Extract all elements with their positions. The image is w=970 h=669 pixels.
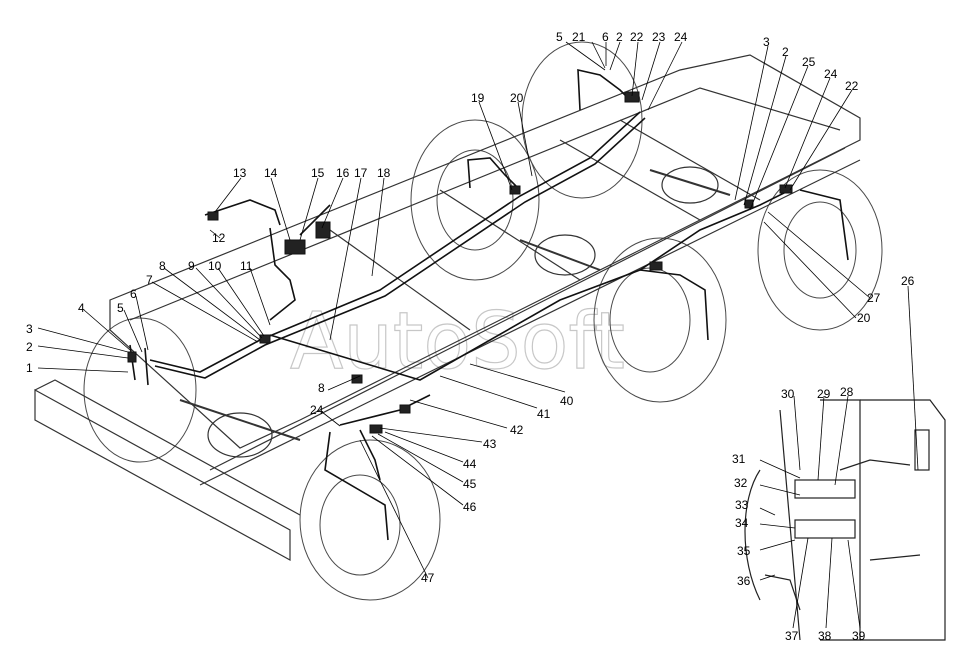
leader-lines: [37, 41, 919, 629]
callout-40: 40: [560, 394, 574, 408]
wheel-right-mid: [593, 237, 727, 403]
callout-6-left: 6: [130, 287, 137, 301]
wheel-rear-upper-2: [410, 119, 540, 281]
fitting-42: [399, 404, 411, 414]
callout-7: 7: [146, 273, 153, 287]
valve-12: [207, 211, 219, 221]
wheels: [83, 41, 883, 601]
chassis-frame: [34, 54, 861, 562]
callout-24-lower: 24: [310, 403, 324, 417]
callout-5-left: 5: [117, 301, 124, 315]
hub-detail-inset: [744, 399, 946, 641]
callout-24-top: 24: [674, 30, 688, 44]
callout-26: 26: [901, 274, 915, 288]
callout-43: 43: [483, 437, 497, 451]
callout-41: 41: [537, 407, 551, 421]
bearing-lower: [794, 519, 856, 539]
callout-16: 16: [336, 166, 350, 180]
fitting-43: [369, 424, 383, 434]
callout-17: 17: [354, 166, 368, 180]
callout-1: 1: [26, 361, 33, 375]
callout-20-upper: 20: [510, 91, 524, 105]
callout-15: 15: [311, 166, 325, 180]
wheel-front-left: [83, 317, 197, 463]
fitting-25: [744, 199, 754, 209]
callout-34: 34: [735, 516, 749, 530]
wheel-right-rear: [757, 169, 883, 331]
callout-3-left: 3: [26, 322, 33, 336]
wheel-rear-upper-1: [521, 41, 643, 199]
callout-22-right: 22: [845, 79, 859, 93]
callout-6-top: 6: [602, 30, 609, 44]
callout-29: 29: [817, 387, 831, 401]
callout-12: 12: [212, 231, 226, 245]
callout-8-lower: 8: [318, 381, 325, 395]
callout-31: 31: [732, 452, 746, 466]
callout-10: 10: [208, 259, 222, 273]
wheel-front-right: [299, 439, 441, 601]
callout-8-upper: 8: [159, 259, 166, 273]
callout-36: 36: [737, 574, 751, 588]
callout-18: 18: [377, 166, 391, 180]
bearing-upper: [794, 479, 856, 499]
callout-46: 46: [463, 500, 477, 514]
callout-4: 4: [78, 301, 85, 315]
callout-30: 30: [781, 387, 795, 401]
callout-9: 9: [188, 259, 195, 273]
callout-14: 14: [264, 166, 278, 180]
callout-19: 19: [471, 91, 485, 105]
valve-16: [315, 221, 331, 239]
callout-20-lower: 20: [857, 311, 871, 325]
callout-3-right: 3: [763, 35, 770, 49]
callout-2-top: 2: [616, 30, 623, 44]
callout-32: 32: [734, 476, 748, 490]
callout-47: 47: [421, 571, 435, 585]
callout-28: 28: [840, 385, 854, 399]
fitting-19: [509, 185, 521, 195]
watermark: AutoSoft: [290, 297, 625, 387]
callout-22-top: 22: [630, 30, 644, 44]
valve-front-left: [127, 351, 137, 363]
brake-lines: [129, 68, 849, 541]
callout-44: 44: [463, 457, 477, 471]
callout-42: 42: [510, 423, 524, 437]
callout-45: 45: [463, 477, 477, 491]
callout-numbers: 5 21 6 2 22 23 24 3 2 25 24 22 19 20 13 …: [26, 30, 915, 643]
callout-38: 38: [818, 629, 832, 643]
callout-33: 33: [735, 498, 749, 512]
brake-components: [127, 91, 793, 434]
callout-23: 23: [652, 30, 666, 44]
fitting-40: [351, 374, 363, 384]
callout-24-right: 24: [824, 67, 838, 81]
callout-11: 11: [240, 259, 253, 273]
callout-2-left: 2: [26, 340, 33, 354]
callout-13: 13: [233, 166, 247, 180]
callout-5-top: 5: [556, 30, 563, 44]
hub-bolt: [914, 429, 930, 471]
fitting-20: [649, 261, 663, 271]
callout-25: 25: [802, 55, 816, 69]
callout-35: 35: [737, 544, 751, 558]
callout-39: 39: [852, 629, 866, 643]
callout-21: 21: [572, 30, 586, 44]
tee-fitting: [259, 334, 271, 344]
callout-27: 27: [867, 291, 881, 305]
callout-37: 37: [785, 629, 799, 643]
callout-2-right: 2: [782, 45, 789, 59]
fitting-22-upper: [624, 91, 640, 103]
brake-control-valve: [284, 239, 306, 255]
